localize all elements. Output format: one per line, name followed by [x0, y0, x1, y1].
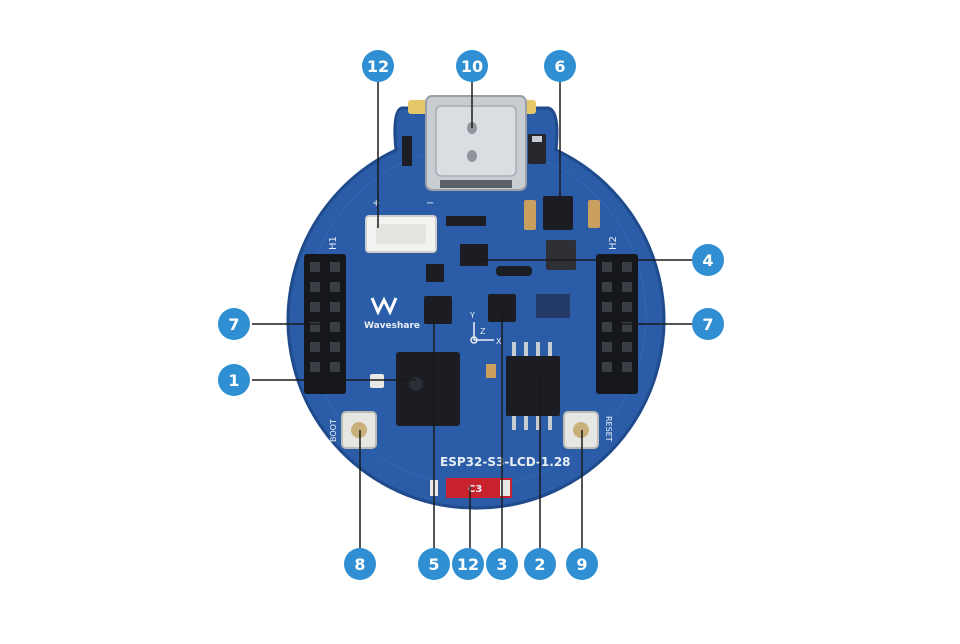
callout-2: 2	[524, 548, 556, 580]
callout-1: 1	[218, 364, 250, 396]
pin-header-left: H1	[304, 236, 346, 394]
small-component	[370, 374, 384, 388]
callout-12: 12	[452, 548, 484, 580]
leader-lines	[252, 82, 692, 548]
passive-components	[402, 136, 570, 318]
callout-label: 12	[367, 57, 389, 76]
callout-label: 9	[576, 555, 587, 574]
svg-text:+: +	[372, 198, 380, 209]
callout-label: 3	[496, 555, 507, 574]
callout-7-left: 7	[218, 308, 250, 340]
chip-5	[424, 296, 452, 324]
brand-label: Waveshare	[364, 321, 420, 331]
battery-connector: + −	[365, 198, 437, 253]
usb-c-port	[408, 95, 536, 191]
imu-axis-marking	[470, 322, 494, 344]
callout-4: 4	[692, 244, 724, 276]
model-label: ESP32-S3-LCD-1.28	[440, 455, 571, 469]
imu-axis-z: Z	[480, 327, 486, 336]
callout-10: 12	[362, 50, 394, 82]
chip-2-flash	[506, 342, 560, 430]
callout-label: 7	[702, 315, 713, 334]
reset-label: RESET	[604, 416, 613, 442]
waveshare-logo: Waveshare	[364, 296, 420, 331]
power-components	[524, 134, 600, 270]
svg-text:−: −	[426, 198, 434, 209]
callout-label: 2	[534, 555, 545, 574]
callout-label: 7	[228, 315, 239, 334]
callout-label: 6	[554, 57, 565, 76]
pin-header-right: H2	[596, 236, 638, 394]
imu-axis-y: Y	[469, 311, 475, 320]
boot-button: BOOT	[329, 411, 377, 449]
chip-1-soc	[396, 352, 460, 426]
cap-label: C3	[468, 484, 482, 495]
callout-label: 1	[228, 371, 239, 390]
callout-8: 8	[344, 548, 376, 580]
callout-label: 5	[428, 555, 439, 574]
callout-label: 8	[354, 555, 365, 574]
header-right-label: H2	[608, 236, 619, 250]
reset-button: RESET	[563, 411, 613, 449]
header-left-label: H1	[328, 236, 339, 250]
callout-11: 10	[456, 50, 488, 82]
callout-5: 5	[418, 548, 450, 580]
callout-label: 12	[457, 555, 479, 574]
callout-label: 4	[702, 251, 713, 270]
callout-9: 9	[566, 548, 598, 580]
callout-7-right: 7	[692, 308, 724, 340]
callout-label: 10	[461, 57, 483, 76]
boot-label: BOOT	[329, 419, 338, 442]
small-component	[486, 364, 496, 378]
callout-6: 6	[544, 50, 576, 82]
imu-axis-x: X	[496, 337, 502, 346]
callout-3: 3	[486, 548, 518, 580]
